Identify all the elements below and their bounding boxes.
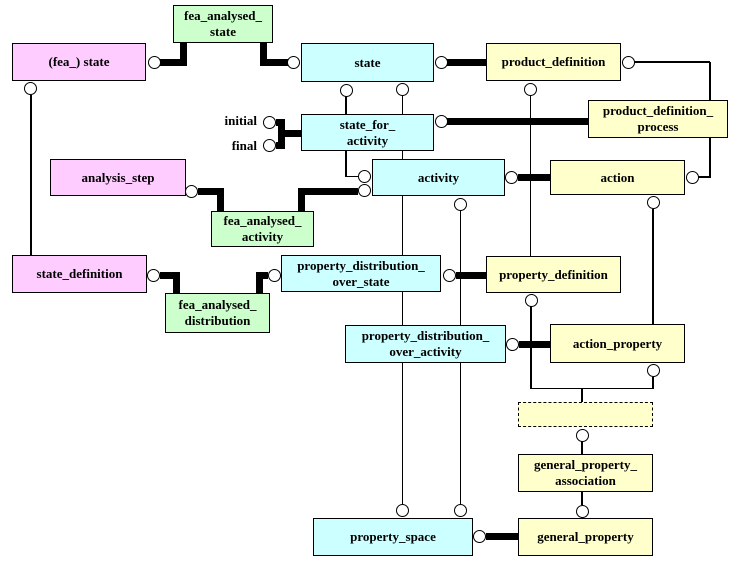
entity-product-definition-process: product_definition_ process [588,100,728,138]
conn-circle-propdistactivity-right [505,337,519,351]
conn-circle-dashedbox-bottom [575,428,589,442]
connector-line-productdefinition-right [634,61,710,63]
conn-circle-action-bottom [646,195,660,209]
thick-connector-feaanalysedactivity-h [297,187,358,195]
connector-line-state-stateforactivity [345,96,347,114]
connector-line-propertydefinition-down [530,306,532,389]
conn-circle-initial [263,115,276,129]
connector-line-featstate-statedefinition [30,94,32,255]
conn-circle-activity-left-lower [357,184,371,197]
connector-line-state-propdiststate-propertyspace [401,95,404,504]
conn-circle-propertyspace-top-1 [396,503,409,517]
conn-circle-propdiststate-left [267,268,281,282]
conn-circle-action-right [685,170,699,184]
thick-connector-statedefinition-h [159,271,177,279]
entity-product-definition: product_definition [486,43,621,81]
connector-line-stateforactivity-activity [345,175,359,177]
connector-line-merge-horizontal [530,387,654,390]
conn-circle-productdefinition-right [621,55,635,69]
entity-analysis-step: analysis_step [50,159,186,196]
conn-circle-state-bottom-2 [396,83,409,96]
thick-connector-state-productdefinition [447,59,486,66]
conn-circle-stateforactivity-right [434,114,448,128]
connector-line-action-actionproperty [652,208,654,324]
entity-property-definition: property_definition [486,256,621,293]
thick-connector-analysisstep-v [216,187,224,212]
entity-fea-analysed-activity: fea_analysed_ activity [211,211,314,247]
conn-circle-activity-right [504,170,518,184]
connector-line-action-right [698,176,710,178]
thick-connector-statedefinition-v [172,271,180,294]
initial-label: initial [224,113,257,128]
entity-action-property: action_property [550,324,685,363]
final-label: final [231,138,257,153]
entity-unnamed-dashed-box [518,402,653,427]
connector-line-genpropassoc-generalproperty [581,492,583,505]
thick-connector-feaanalyseddistribution-h [255,271,268,279]
conn-circle-statedefinition-right [146,268,160,282]
conn-circle-propertyspace-right [472,530,486,543]
entity-action: action [550,160,685,195]
conn-circle-final [263,138,276,152]
thick-connector-analysisstep-h [197,187,224,195]
entity-activity: activity [372,159,505,196]
thick-connector-feaanalysedstate-right-v [259,43,267,66]
conn-circle-propertyspace-top-2 [454,503,467,517]
connector-line-actionproperty-down [652,377,654,389]
conn-circle-state-bottom-1 [339,83,353,97]
thick-connector-feaanalysedstate-right-h [259,59,288,66]
conn-circle-actionproperty-bottom [646,364,660,377]
entity-state-for-activity: state_for_ activity [301,114,434,151]
entity-property-space: property_space [313,518,473,556]
connector-line-dashedbox-genpropassoc [581,441,583,454]
thick-connector-activity-action [517,173,551,181]
thick-connector-feaanalysedstate-left-v [179,43,187,66]
entity-fea-analysed-state: fea_analysed_ state [173,5,273,43]
entity-state-definition: state_definition [12,255,147,293]
connector-line-merge-to-dashedbox [581,388,583,402]
thick-connector-propertyspace-generalproperty [485,533,519,540]
thick-connector-feaanalysedactivity-v [297,187,305,212]
conn-circle-propdiststate-right [442,268,456,282]
entity-property-distribution-over-activity: property_distribution_ over_activity [345,325,506,363]
entity-fea-state: (fea_) state [12,43,146,81]
conn-circle-activity-bottom [454,197,467,211]
entity-property-distribution-over-state: property_distribution_ over_state [281,255,441,292]
thick-connector-initialfinal-to-box [281,129,301,137]
conn-circle-analysisstep-right [184,184,198,198]
conn-circle-productdefinition-bottom [524,83,537,96]
thick-connector-feaanalysedstate-left-h [160,59,187,66]
entity-fea-analysed-distribution: fea_analysed_ distribution [165,293,270,333]
thick-connector-feaanalyseddistribution-v [255,271,263,294]
conn-circle-state-left [287,56,300,69]
conn-circle-featstate-right [147,56,161,69]
thick-connector-stateforactivity-pdprocess [447,117,588,125]
entity-state: state [301,43,434,82]
conn-circle-generalproperty-top [575,504,589,518]
conn-circle-state-right [434,56,448,69]
entity-general-property-association: general_property_ association [518,454,653,492]
conn-circle-propertydefinition-bottom [524,293,538,307]
thick-connector-propdiststate-propertydefinition [455,271,487,279]
entity-general-property: general_property [518,518,653,556]
conn-circle-activity-left-upper [357,170,371,183]
conn-circle-featstate-bottom [24,81,37,95]
connector-line-stateforactivity-down [345,151,347,177]
thick-connector-propdistactivity-actionproperty [518,340,551,348]
